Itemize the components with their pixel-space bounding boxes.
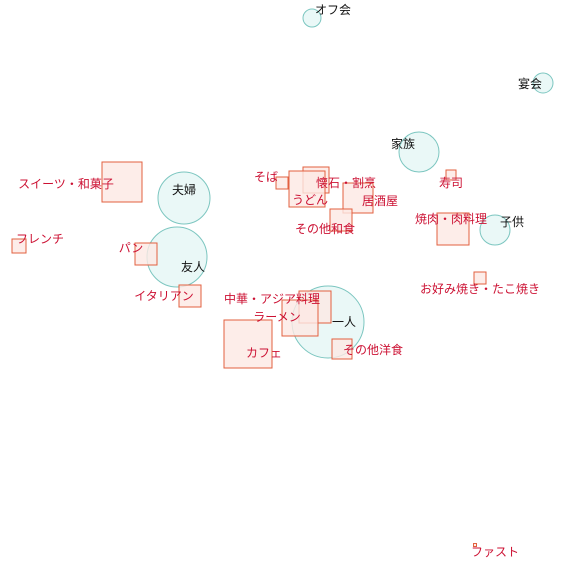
category-point-10 bbox=[178, 284, 202, 308]
category-label-4: 居酒屋 bbox=[362, 194, 398, 208]
category-label-6: その他和食 bbox=[295, 221, 355, 236]
occasion-point-4 bbox=[479, 214, 511, 246]
category-label-0: スイーツ・和菓子 bbox=[18, 177, 114, 191]
category-markers bbox=[11, 161, 487, 547]
occasion-point-2 bbox=[398, 131, 440, 173]
occasion-label-3: 夫婦 bbox=[172, 182, 196, 197]
occasion-label-2: 家族 bbox=[391, 136, 415, 151]
category-point-0 bbox=[101, 161, 143, 203]
category-point-14 bbox=[223, 319, 273, 369]
category-point-8 bbox=[11, 238, 27, 254]
category-label-3: うどん bbox=[292, 193, 328, 207]
occasion-label-4: 子供 bbox=[500, 215, 524, 229]
occasion-point-1 bbox=[532, 72, 554, 94]
category-label-14: カフェ bbox=[246, 346, 282, 360]
category-label-16: ファスト bbox=[471, 545, 519, 559]
category-point-4 bbox=[342, 182, 374, 214]
category-point-7 bbox=[436, 212, 470, 246]
category-point-9 bbox=[134, 242, 158, 266]
category-label-5: 寿司 bbox=[439, 176, 463, 190]
category-point-15 bbox=[331, 338, 353, 360]
occasion-point-0 bbox=[302, 8, 322, 28]
category-label-1: そば bbox=[254, 170, 278, 184]
occasion-point-3 bbox=[157, 171, 211, 225]
category-point-6 bbox=[329, 208, 353, 232]
category-label-8: フレンチ bbox=[16, 232, 64, 246]
category-point-3 bbox=[288, 170, 326, 208]
category-label-12: 中華・アジア料理 bbox=[224, 291, 320, 306]
category-label-15: その他洋食 bbox=[343, 342, 403, 357]
category-point-13 bbox=[281, 299, 319, 337]
occasion-label-0: オフ会 bbox=[315, 3, 351, 17]
category-label-11: お好み焼き・たこ焼き bbox=[420, 282, 540, 296]
occasion-label-6: 一人 bbox=[332, 315, 356, 329]
category-label-7: 焼肉・肉料理 bbox=[415, 212, 487, 226]
category-label-13: ラーメン bbox=[253, 310, 301, 324]
category-point-5 bbox=[445, 169, 457, 181]
occasion-label-5: 友人 bbox=[181, 260, 205, 274]
category-point-1 bbox=[275, 176, 289, 190]
category-label-10: イタリアン bbox=[134, 289, 194, 303]
occasion-label-1: 宴会 bbox=[518, 76, 542, 91]
category-label-2: 懐石・割烹 bbox=[316, 175, 376, 190]
category-point-11 bbox=[473, 271, 487, 285]
category-point-16 bbox=[473, 543, 477, 547]
category-label-9: パン bbox=[119, 241, 144, 255]
